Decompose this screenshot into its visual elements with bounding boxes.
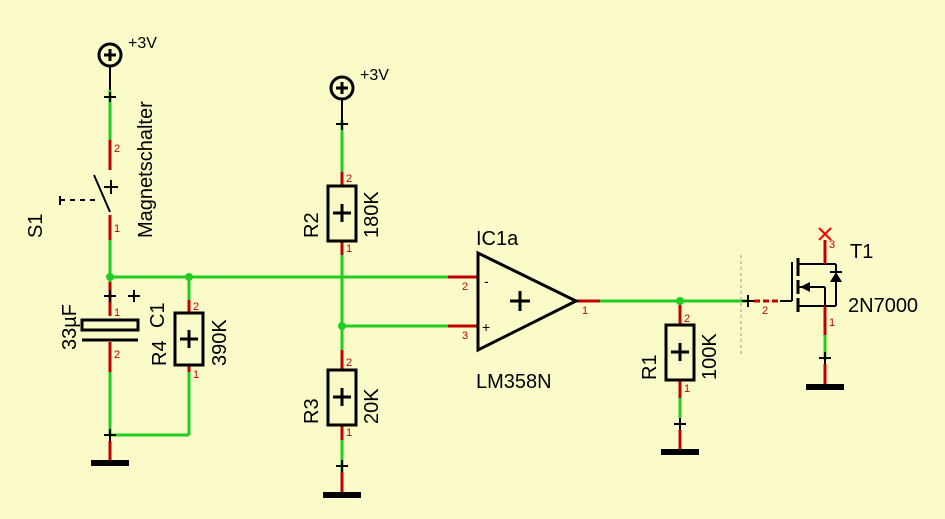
opamp-plus-sign: + [482, 319, 490, 335]
resistor-body-icon [326, 368, 358, 427]
ground-icon [91, 460, 129, 466]
ground-r1 [661, 418, 699, 455]
c1-ref: C1 [147, 302, 169, 328]
pin-number: 2 [114, 349, 120, 361]
supply-label: +3V [360, 67, 389, 84]
t1-value: 2N7000 [848, 295, 918, 317]
pin-number: 2 [346, 357, 352, 369]
diode-icon [830, 272, 842, 282]
pin-number: 3 [462, 330, 468, 342]
resistor-body-icon [173, 311, 205, 367]
r2-value: 180K [361, 191, 383, 238]
pin-number: 1 [582, 305, 588, 317]
opamp-triangle-icon [476, 250, 580, 353]
pin-number: 2 [762, 305, 768, 317]
pin-number: 2 [346, 173, 352, 185]
r2-ref: R2 [301, 212, 323, 238]
supply-label: +3V [128, 35, 157, 52]
pin-number: 1 [114, 307, 120, 319]
resistor-r2[interactable]: 2 1 R2 180K [301, 172, 383, 255]
r1-ref: R1 [639, 354, 661, 380]
ground-icon [806, 384, 844, 390]
pin-number: 2 [684, 313, 690, 325]
s1-ref: S1 [25, 214, 47, 238]
resistor-body-icon [664, 323, 696, 382]
ground-icon [661, 449, 699, 455]
junction-dot [338, 322, 346, 330]
junction-dot [676, 297, 684, 305]
t1-ref: T1 [850, 241, 873, 263]
pin-number: 1 [684, 383, 690, 395]
pin-number: 1 [193, 369, 199, 381]
pin-number: 2 [114, 143, 120, 155]
opamp-ic1a[interactable]: - + 2 3 1 IC1a LM358N [448, 228, 600, 393]
junction-dot [106, 273, 114, 281]
capacitor-c1[interactable]: 1 2 33µF C1 [59, 282, 169, 372]
resistor-r3[interactable]: 2 1 R3 20K [301, 350, 383, 440]
pin-number: 3 [829, 239, 835, 251]
arrow-icon [800, 282, 810, 292]
capacitor-plate-icon [80, 318, 140, 332]
resistor-body-icon [326, 184, 358, 243]
junction-dot [185, 273, 193, 281]
mosfet-t1[interactable]: 3 2 1 T1 2N7000 [740, 227, 918, 355]
c1-value: 33µF [59, 304, 81, 350]
opamp-value: LM358N [476, 371, 552, 393]
r1-value: 100K [699, 333, 721, 380]
resistor-r4[interactable]: 2 1 R4 390K [149, 300, 231, 381]
pin-number: 1 [346, 243, 352, 255]
ground-mid [323, 460, 361, 498]
r3-ref: R3 [301, 398, 323, 424]
junctions [106, 273, 684, 330]
pin-number: 1 [829, 317, 835, 329]
ground-left [91, 429, 129, 466]
supply-left: +3V [97, 35, 157, 90]
r4-ref: R4 [149, 340, 171, 366]
resistor-r1[interactable]: 2 1 R1 100K [639, 305, 721, 398]
ground-icon [323, 492, 361, 498]
supply-mid: +3V [329, 67, 389, 130]
switch-s1[interactable]: 2 1 S1 Magnetschalter [25, 92, 157, 240]
ground-t1 [806, 352, 844, 390]
s1-value: Magnetschalter [135, 101, 157, 238]
pin-number: 2 [193, 301, 199, 313]
r3-value: 20K [361, 388, 383, 424]
opamp-ref: IC1a [476, 228, 519, 250]
pin-number: 1 [114, 223, 120, 235]
pin-number: 2 [462, 281, 468, 293]
r4-value: 390K [209, 319, 231, 366]
pin-number: 1 [346, 427, 352, 439]
opamp-minus-sign: - [484, 273, 489, 289]
